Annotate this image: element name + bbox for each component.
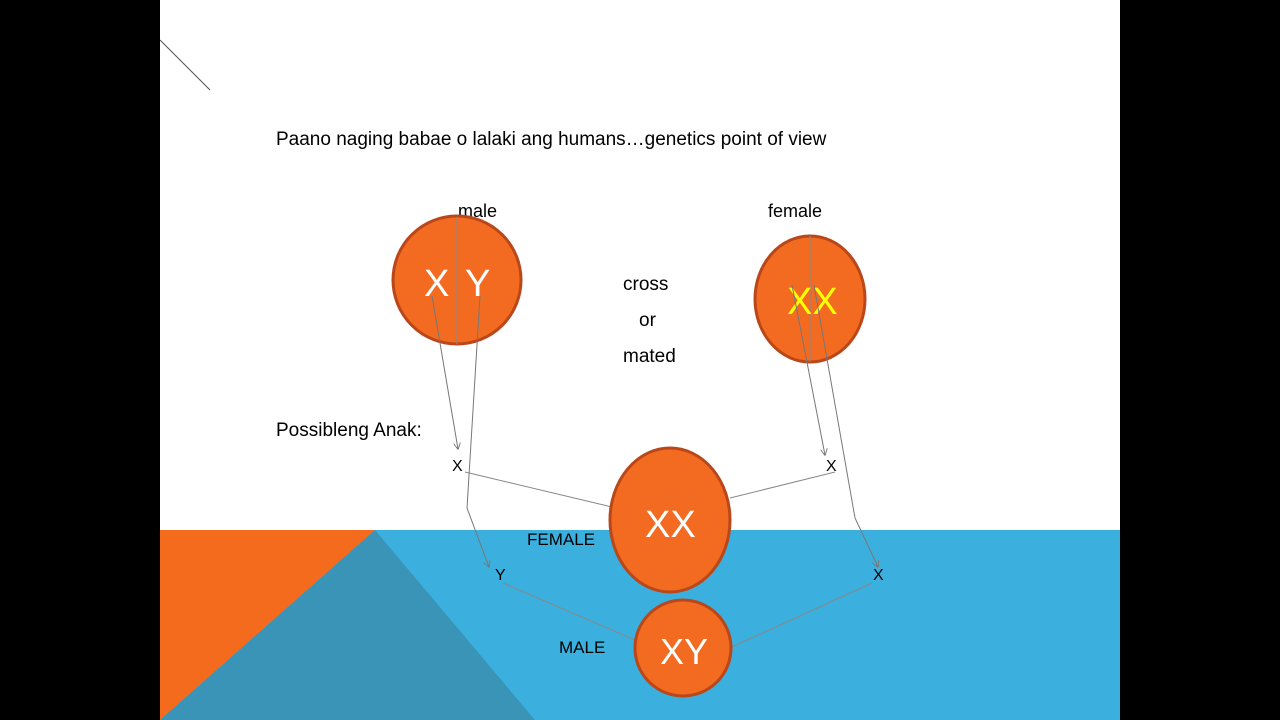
male-chrom-x: X	[424, 263, 449, 305]
dark-blue-triangle	[160, 530, 535, 720]
female-chrom-xx: XX	[787, 281, 838, 323]
female-child-label: FEMALE	[527, 530, 595, 549]
line-y-to-male-child	[502, 582, 636, 641]
arrow-male-y	[466, 295, 489, 567]
male-child-genotype: XY	[660, 631, 708, 672]
gamete-male-x: X	[452, 458, 463, 475]
arrow-female-x2	[813, 284, 878, 567]
male-child-circle	[633, 598, 733, 698]
offspring-label: Possibleng Anak:	[276, 420, 422, 441]
female-child-circle	[608, 446, 732, 594]
female-parent-label: female	[768, 201, 822, 221]
line-x-to-female-child	[464, 471, 613, 508]
gamete-male-y: Y	[495, 567, 506, 584]
line-x2-to-female-child	[729, 471, 836, 499]
female-child-genotype: XX	[645, 504, 696, 546]
arrow-male-x	[431, 295, 458, 449]
arrow-female-x1	[791, 284, 825, 455]
cross-text: cross	[623, 274, 668, 295]
genetics-diagram: Paano naging babae o lalaki ang humans…g…	[160, 39, 1120, 720]
line-x-to-male-child	[731, 582, 873, 648]
gamete-female-x1: X	[826, 458, 837, 475]
slide: Paano naging babae o lalaki ang humans…g…	[160, 0, 1120, 720]
corner-line	[160, 39, 211, 91]
male-chrom-y: Y	[465, 263, 490, 305]
gamete-female-x2: X	[873, 567, 884, 584]
slide-title: Paano naging babae o lalaki ang humans…g…	[276, 129, 827, 150]
or-text: or	[639, 310, 657, 331]
male-child-label: MALE	[559, 638, 605, 657]
mated-text: mated	[623, 346, 676, 367]
